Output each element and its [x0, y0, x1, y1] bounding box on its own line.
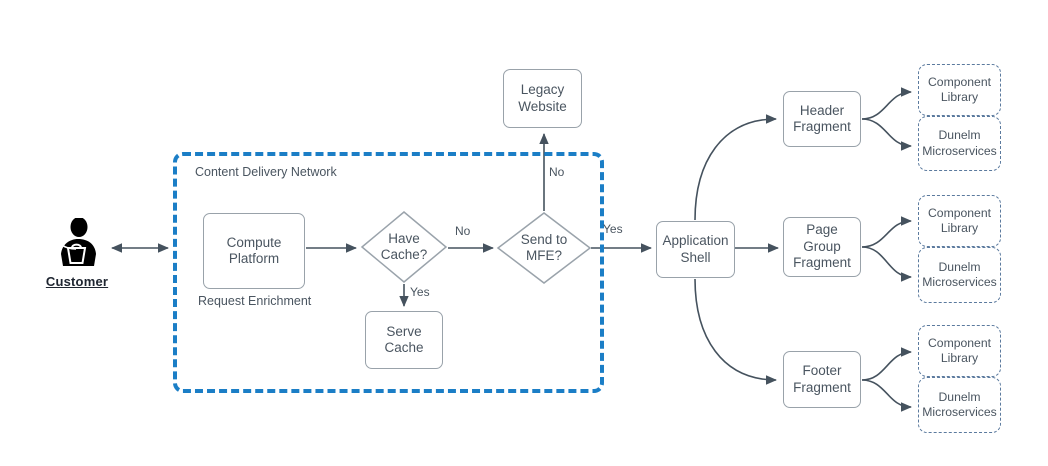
request-enrichment-note: Request Enrichment: [198, 294, 312, 308]
page-group-dunelm-microservices-node: Dunelm Microservices: [918, 247, 1001, 303]
send-to-mfe-label: Send to MFE?: [520, 231, 568, 263]
header-fragment-label: Header Fragment: [793, 102, 851, 134]
send-to-mfe-no-label: No: [549, 165, 565, 179]
content-delivery-network-group: Content Delivery Network: [173, 152, 604, 393]
component-library-label: Component Library: [927, 335, 991, 365]
person-with-basket-icon: [61, 217, 96, 266]
edge-app-shell-to-header-fragment: [694, 114, 777, 221]
application-shell-label: Application Shell: [662, 233, 729, 265]
serve-cache-node: Serve Cache: [365, 311, 443, 369]
header-component-library-node: Component Library: [918, 64, 1001, 116]
footer-fragment-label: Footer Fragment: [793, 363, 851, 395]
edge-footer-to-component-library: [861, 347, 912, 381]
have-cache-yes-label: Yes: [410, 285, 430, 299]
component-library-label: Component Library: [927, 74, 991, 104]
compute-platform-node: Compute Platform: [203, 213, 305, 289]
edge-page-group-to-component-library: [861, 216, 912, 248]
dunelm-microservices-label: Dunelm Microservices: [922, 128, 997, 158]
have-cache-no-label: No: [455, 224, 471, 238]
serve-cache-label: Serve Cache: [384, 323, 424, 355]
header-dunelm-microservices-node: Dunelm Microservices: [918, 116, 1001, 171]
compute-platform-label: Compute Platform: [226, 234, 282, 266]
footer-component-library-node: Component Library: [918, 325, 1001, 377]
component-library-label: Component Library: [927, 205, 991, 235]
legacy-website-node: Legacy Website: [503, 69, 582, 128]
send-to-mfe-yes-label: Yes: [603, 222, 623, 236]
dunelm-microservices-label: Dunelm Microservices: [922, 389, 997, 419]
header-fragment-node: Header Fragment: [783, 91, 861, 147]
legacy-website-label: Legacy Website: [518, 82, 567, 114]
edge-header-to-dunelm-microservices: [861, 118, 912, 151]
cdn-group-title: Content Delivery Network: [195, 165, 337, 179]
customer-label: Customer: [45, 274, 109, 289]
edge-app-shell-to-footer-fragment: [694, 278, 777, 385]
application-shell-node: Application Shell: [656, 221, 735, 278]
edge-footer-to-dunelm-microservices: [861, 379, 912, 412]
have-cache-label: Have Cache?: [380, 230, 428, 262]
dunelm-microservices-label: Dunelm Microservices: [922, 259, 997, 289]
edge-page-group-to-dunelm-microservices: [861, 246, 912, 282]
footer-fragment-node: Footer Fragment: [783, 351, 861, 408]
page-group-fragment-node: Page Group Fragment: [783, 217, 861, 277]
page-group-fragment-label: Page Group Fragment: [793, 222, 851, 271]
customer-node: Customer: [42, 217, 112, 289]
footer-dunelm-microservices-node: Dunelm Microservices: [918, 377, 1001, 433]
page-group-component-library-node: Component Library: [918, 195, 1001, 247]
edge-header-to-component-library: [861, 87, 912, 120]
